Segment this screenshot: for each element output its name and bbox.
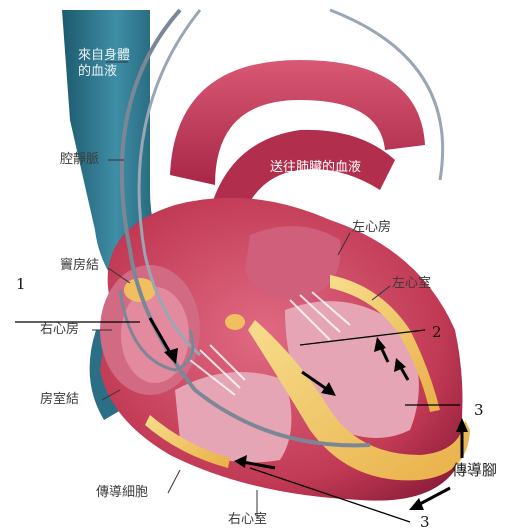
label-av-node: 房室結 [40, 392, 79, 408]
marker-3-right: 3 [474, 402, 484, 418]
marker-2: 2 [432, 324, 442, 340]
label-sa-node: 竇房結 [60, 258, 99, 274]
label-conduction-cells: 傳導細胞 [96, 485, 148, 501]
label-right-atrium: 右心房 [40, 322, 79, 338]
label-from-body: 來自身體 的血液 [78, 48, 130, 80]
marker-3-bottom: 3 [420, 514, 430, 530]
label-from-body-line1: 來自身體 [78, 48, 130, 64]
marker-1: 1 [16, 276, 26, 292]
label-to-lungs: 送往肺臟的血液 [270, 160, 361, 176]
label-right-ventricle: 右心室 [228, 512, 267, 528]
label-left-atrium: 左心房 [352, 220, 391, 236]
av-node [225, 314, 245, 330]
label-left-ventricle: 左心室 [392, 276, 431, 292]
label-conduction-fibers: 傳導腳 [452, 462, 497, 478]
label-vena-cava: 腔靜脈 [60, 152, 99, 168]
label-from-body-line2: 的血液 [78, 64, 130, 80]
